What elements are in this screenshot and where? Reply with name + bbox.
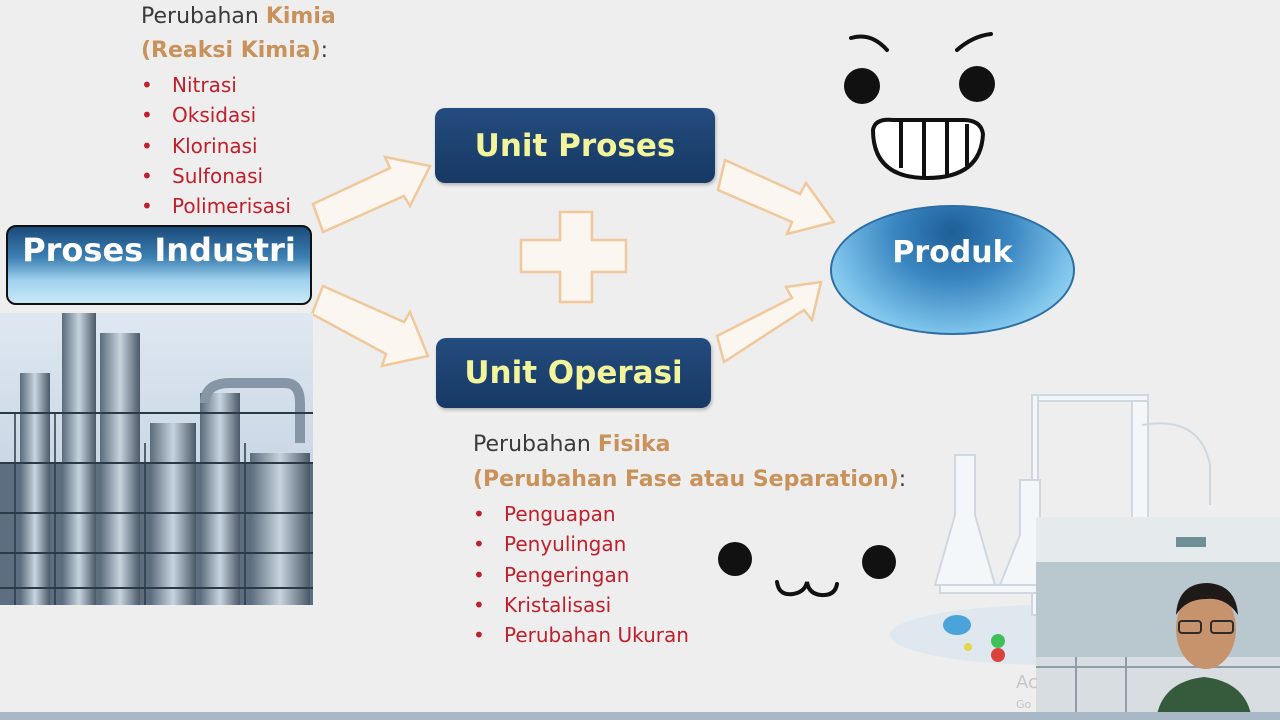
- bottom-bar: [0, 712, 1280, 720]
- chemistry-subheading: (Reaksi Kimia):: [141, 38, 329, 63]
- plus-icon: [519, 210, 628, 304]
- list-item: •Kristalisasi: [473, 592, 612, 617]
- list-item: •Pengeringan: [473, 562, 630, 587]
- proses-industri-box: Proses Industri: [6, 225, 312, 305]
- arrow-to-unit-operasi: [310, 284, 430, 368]
- list-item: •Nitrasi: [141, 73, 237, 97]
- list-item: •Penyulingan: [473, 532, 627, 557]
- list-item: •Klorinasi: [141, 133, 258, 158]
- list-item: •Oksidasi: [141, 103, 257, 128]
- industrial-plant-image: [0, 313, 313, 605]
- chemistry-heading: Perubahan Kimia: [141, 4, 336, 29]
- arrow-operasi-to-produk: [715, 280, 823, 364]
- cute-face-icon: [718, 542, 896, 598]
- physics-subheading: (Perubahan Fase atau Separation):: [473, 467, 907, 492]
- watermark-text: Ac: [1016, 672, 1038, 693]
- physics-list: •Penguapan •Penyulingan •Pengeringan •Kr…: [473, 499, 906, 650]
- list-item: •Perubahan Ukuran: [473, 623, 689, 648]
- list-item: •Sulfonasi: [141, 163, 264, 188]
- arrow-proses-to-produk: [716, 158, 837, 236]
- list-item: •Penguapan: [473, 502, 616, 526]
- unit-operasi-box: Unit Operasi: [436, 338, 711, 408]
- produk-ellipse: Produk: [830, 205, 1075, 335]
- chemistry-heading-accent: Kimia: [265, 4, 336, 29]
- unit-proses-box: Unit Proses: [435, 108, 715, 183]
- watermark-subtext: Go: [1016, 698, 1032, 711]
- webcam-feed: [1036, 517, 1280, 720]
- grinning-face-icon: [844, 32, 995, 181]
- list-item: •Polimerisasi: [141, 194, 291, 219]
- chemistry-change-block: Perubahan Kimia (Reaksi Kimia): •Nitrasi…: [141, 0, 336, 221]
- physics-change-block: Perubahan Fisika (Perubahan Fase atau Se…: [473, 427, 906, 650]
- arrow-to-unit-proses: [311, 155, 432, 234]
- physics-heading: Perubahan Fisika: [473, 432, 671, 457]
- chemistry-list: •Nitrasi •Oksidasi •Klorinasi •Sulfonasi…: [141, 70, 336, 221]
- physics-heading-accent: Fisika: [597, 432, 671, 457]
